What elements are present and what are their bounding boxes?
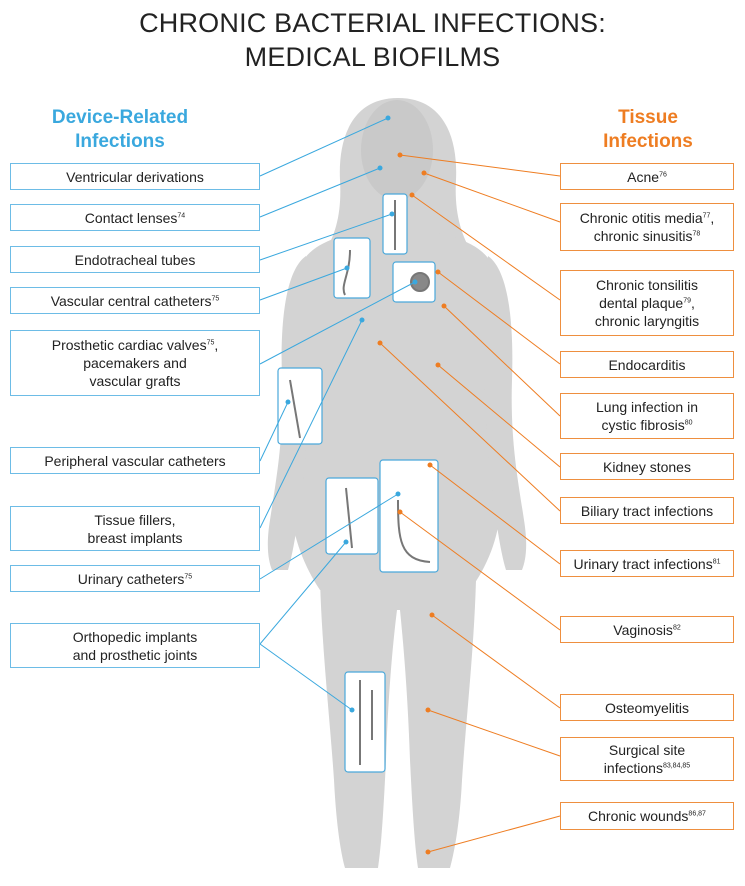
urinary-catheter-image [379, 459, 439, 573]
item-text: Contact lenses [84, 209, 178, 226]
item-text: Urinary tract infections [573, 555, 713, 572]
reference-number: 83,84,85 [662, 762, 691, 770]
item-text: Endotracheal tubes [74, 251, 196, 268]
title-line-2: MEDICAL BIOFILMS [244, 42, 501, 72]
reference-number: 86,87 [688, 810, 706, 818]
device-item-orthopedic-implants: Orthopedic implants and prosthetic joint… [10, 623, 260, 668]
central-catheter-image [333, 237, 371, 299]
tissue-item-vaginosis: Vaginosis82 [560, 616, 734, 643]
item-text: Vascular central catheters [50, 292, 212, 309]
device-item-ventricular-derivations: Ventricular derivations [10, 163, 260, 190]
item-text: Tissue fillers, breast implants [87, 511, 183, 546]
device-header-line-1: Device-Related [51, 107, 189, 128]
reference-number: 74 [177, 211, 186, 219]
tissue-item-surgical-site-infections: Surgical site infections83,84,85 [560, 737, 734, 781]
item-text: Kidney stones [603, 458, 691, 475]
reference-number: 75 [206, 339, 215, 347]
item-text: Vaginosis [613, 621, 673, 638]
item-text-continued: , pacemakers and vascular grafts [83, 337, 219, 389]
item-text: Prosthetic cardiac valves [51, 337, 207, 353]
item-text: Urinary catheters [77, 570, 185, 587]
device-related-header: Device-Related Infections [20, 106, 220, 154]
tissue-item-chronic-otitis-media: Chronic otitis media77, chronic sinusiti… [560, 203, 734, 251]
tissue-item-chronic-wounds: Chronic wounds86,87 [560, 802, 734, 830]
tissue-item-biliary-tract-infections: Biliary tract infections [560, 497, 734, 524]
reference-number: 75 [211, 294, 220, 302]
tissue-item-acne: Acne76 [560, 163, 734, 190]
tissue-infections-header: Tissue Infections [560, 106, 736, 154]
reference-number: 76 [659, 170, 667, 178]
device-header-line-2: Infections [75, 131, 165, 152]
reference-number: 75 [184, 572, 193, 580]
item-text: Chronic otitis media [579, 210, 703, 226]
item-text: Chronic wounds [588, 808, 689, 824]
item-text: Biliary tract infections [580, 502, 714, 519]
item-text: Orthopedic implants and prosthetic joint… [72, 628, 198, 663]
device-item-endotracheal-tubes: Endotracheal tubes [10, 246, 260, 273]
item-text: Osteomyelitis [604, 699, 690, 716]
knee-implant-image [344, 671, 386, 773]
item-text-continued: , chronic sinusitis [593, 210, 715, 244]
title-line-1: CHRONIC BACTERIAL INFECTIONS: [139, 8, 606, 38]
tissue-item-osteomyelitis: Osteomyelitis [560, 694, 734, 721]
device-item-peripheral-vascular-catheters: Peripheral vascular catheters [10, 447, 260, 474]
item-text: Acne [627, 168, 660, 185]
tissue-item-lung-infection: Lung infection in cystic fibrosis80 [560, 393, 734, 439]
tissue-item-urinary-tract-infections: Urinary tract infections81 [560, 550, 734, 577]
reference-number: 82 [672, 623, 681, 631]
item-text: Endocarditis [608, 356, 686, 373]
reference-number: 81 [712, 557, 721, 565]
device-item-contact-lenses: Contact lenses74 [10, 204, 260, 231]
head-shape [361, 100, 433, 200]
item-text: Chronic tonsilitis dental plaque [596, 277, 698, 311]
device-item-tissue-fillers: Tissue fillers, breast implants [10, 506, 260, 551]
tissue-item-chronic-tonsilitis: Chronic tonsilitis dental plaque79, chro… [560, 270, 734, 336]
reference-number: 77 [702, 212, 711, 220]
device-item-prosthetic-cardiac-valves: Prosthetic cardiac valves75, pacemakers … [10, 330, 260, 396]
item-text: Lung infection in cystic fibrosis [596, 399, 698, 433]
reference-number: 80 [684, 419, 693, 427]
device-item-vascular-central-catheters: Vascular central catheters75 [10, 287, 260, 314]
hip-prosthesis-image [325, 477, 379, 555]
tissue-header-line-2: Infections [603, 131, 693, 152]
item-text: Ventricular derivations [66, 168, 204, 185]
item-text-continued: , chronic laryngitis [594, 295, 700, 329]
tissue-item-endocarditis: Endocarditis [560, 351, 734, 378]
device-item-urinary-catheters: Urinary catheters75 [10, 565, 260, 592]
item-text: Peripheral vascular catheters [44, 452, 226, 469]
tissue-header-line-1: Tissue [618, 107, 678, 128]
reference-number-2: 78 [692, 230, 701, 238]
page-title: CHRONIC BACTERIAL INFECTIONS: MEDICAL BI… [0, 6, 745, 74]
item-text: Surgical site infections [603, 742, 686, 776]
reference-number: 79 [683, 297, 691, 305]
tissue-item-kidney-stones: Kidney stones [560, 453, 734, 480]
